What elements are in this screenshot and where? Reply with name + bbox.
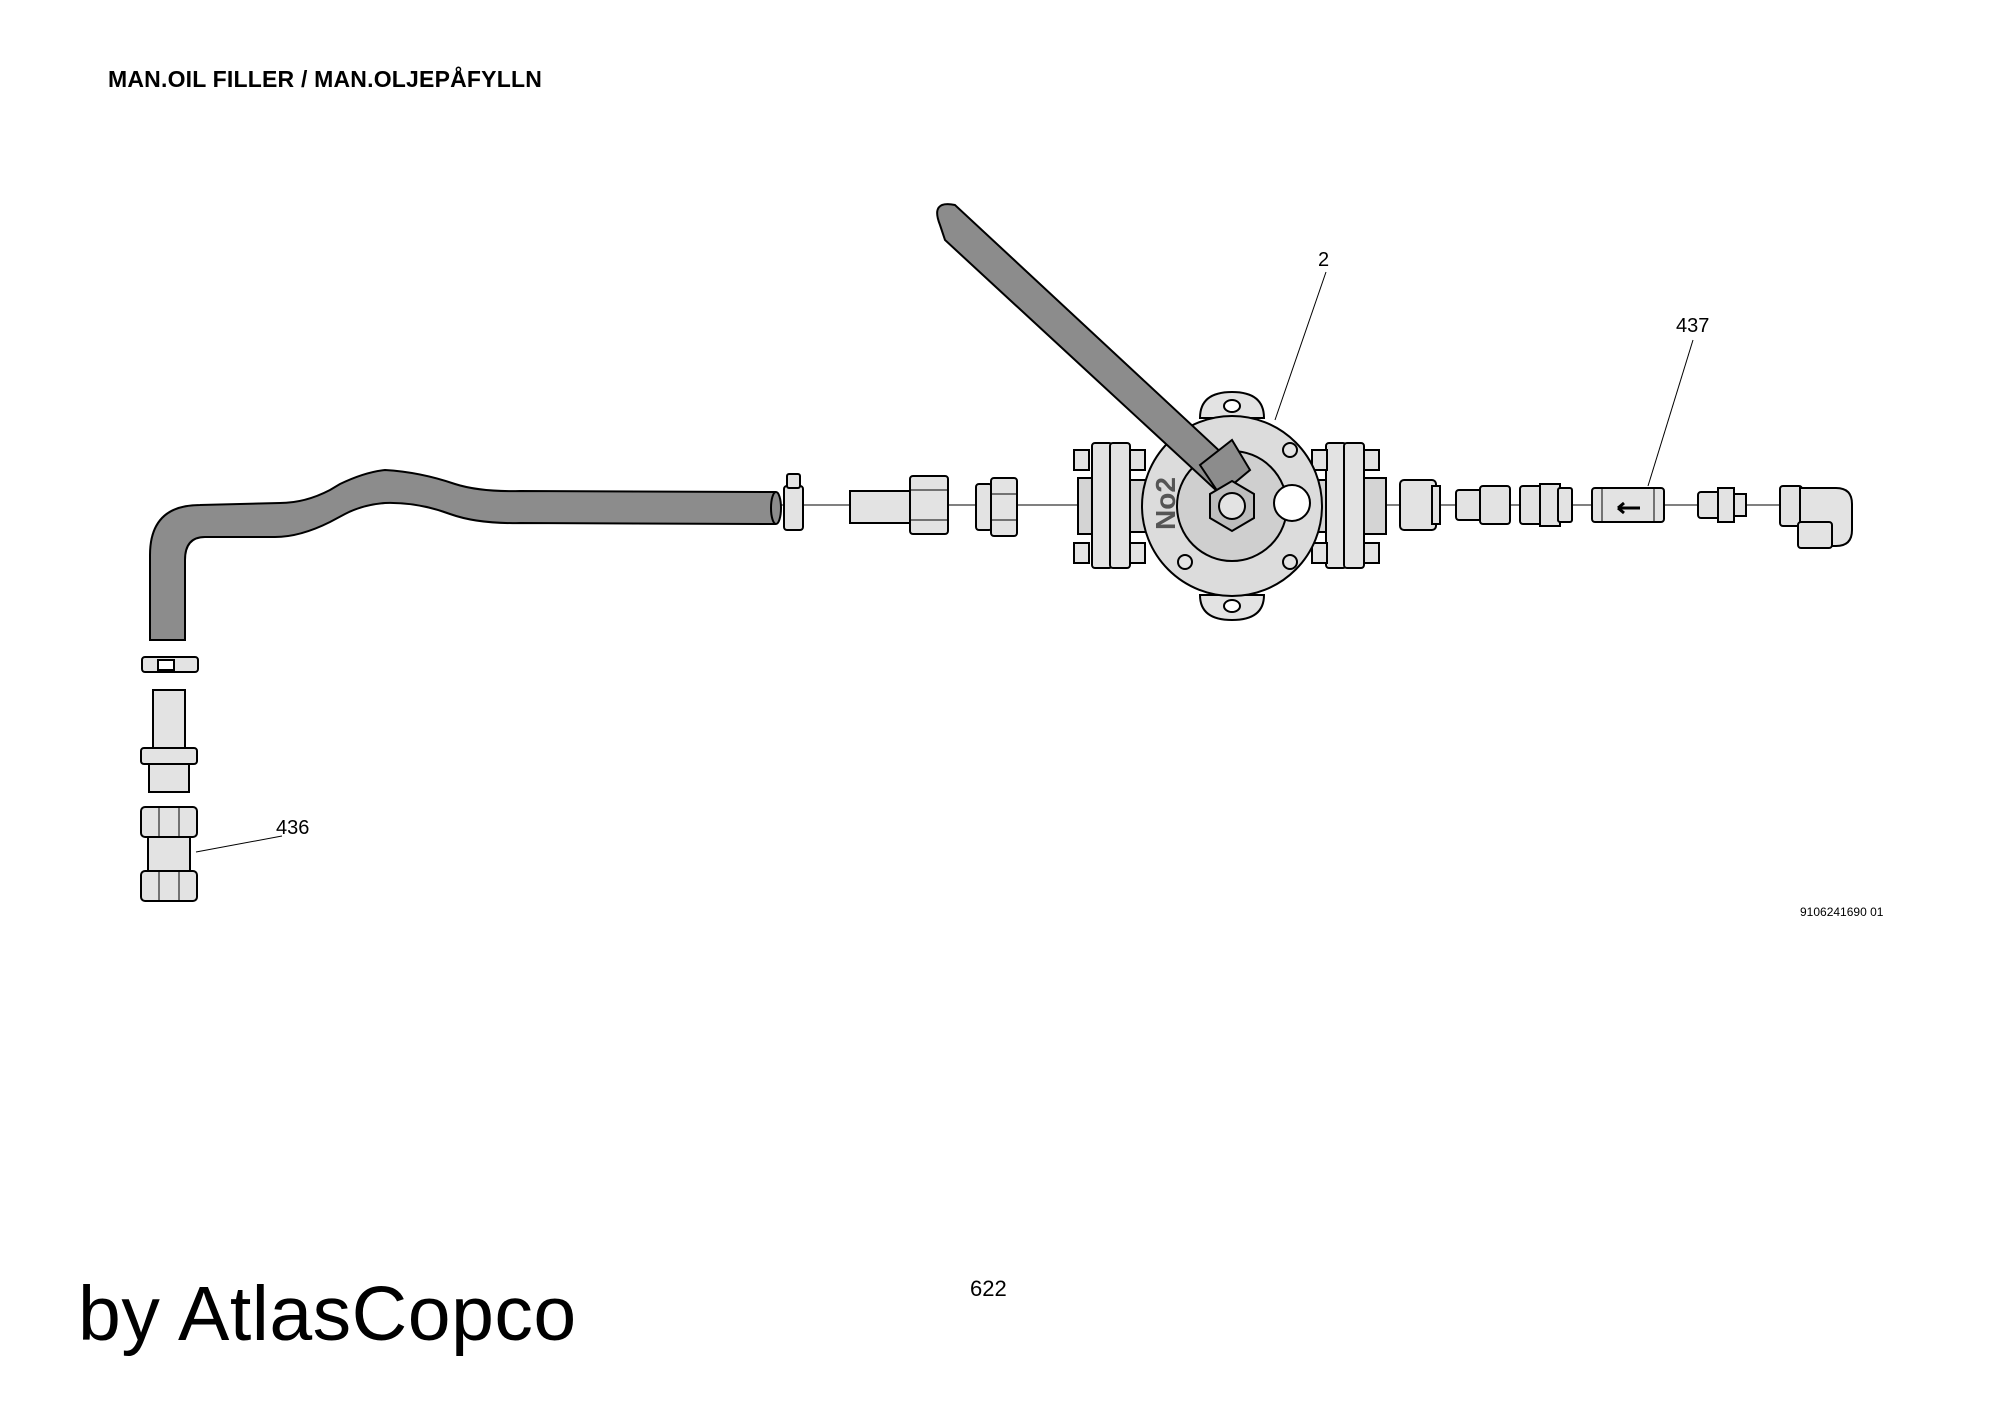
check-valve — [1591, 487, 1665, 523]
lower-hose-clamp — [141, 656, 199, 673]
reducer-fitting — [1455, 485, 1511, 525]
page-number: 622 — [970, 1276, 1007, 1301]
pump-inlet-flange — [1073, 442, 1155, 569]
brand-text: by AtlasCopco — [78, 1271, 577, 1357]
page-title: MAN.OIL FILLER / MAN.OLJEPÅFYLLN — [108, 66, 543, 92]
elbow-fitting — [1779, 485, 1853, 549]
hose-clamp — [783, 473, 804, 531]
callout-adapter: 436 — [276, 817, 309, 839]
pipe-nut — [1399, 479, 1441, 531]
callout-check-valve: 437 — [1676, 315, 1709, 337]
callout-pump: 2 — [1318, 249, 1329, 271]
adapter-fitting — [1697, 487, 1747, 523]
male-connector — [1519, 483, 1573, 527]
hose-nipple — [849, 475, 949, 535]
pump-handle — [936, 203, 1255, 533]
suction-hose — [149, 468, 776, 641]
leader-line-check-valve — [1647, 339, 1694, 487]
hose-end — [770, 491, 782, 525]
leader-line-pump — [1274, 271, 1327, 421]
union-nut — [975, 477, 1018, 537]
lower-union-adapter — [140, 806, 198, 902]
leader-line-adapter — [195, 835, 283, 853]
lower-hose-nipple — [140, 689, 198, 793]
document-number: 9106241690 01 — [1800, 905, 1884, 919]
pump-marking: No2 — [1150, 477, 1181, 530]
